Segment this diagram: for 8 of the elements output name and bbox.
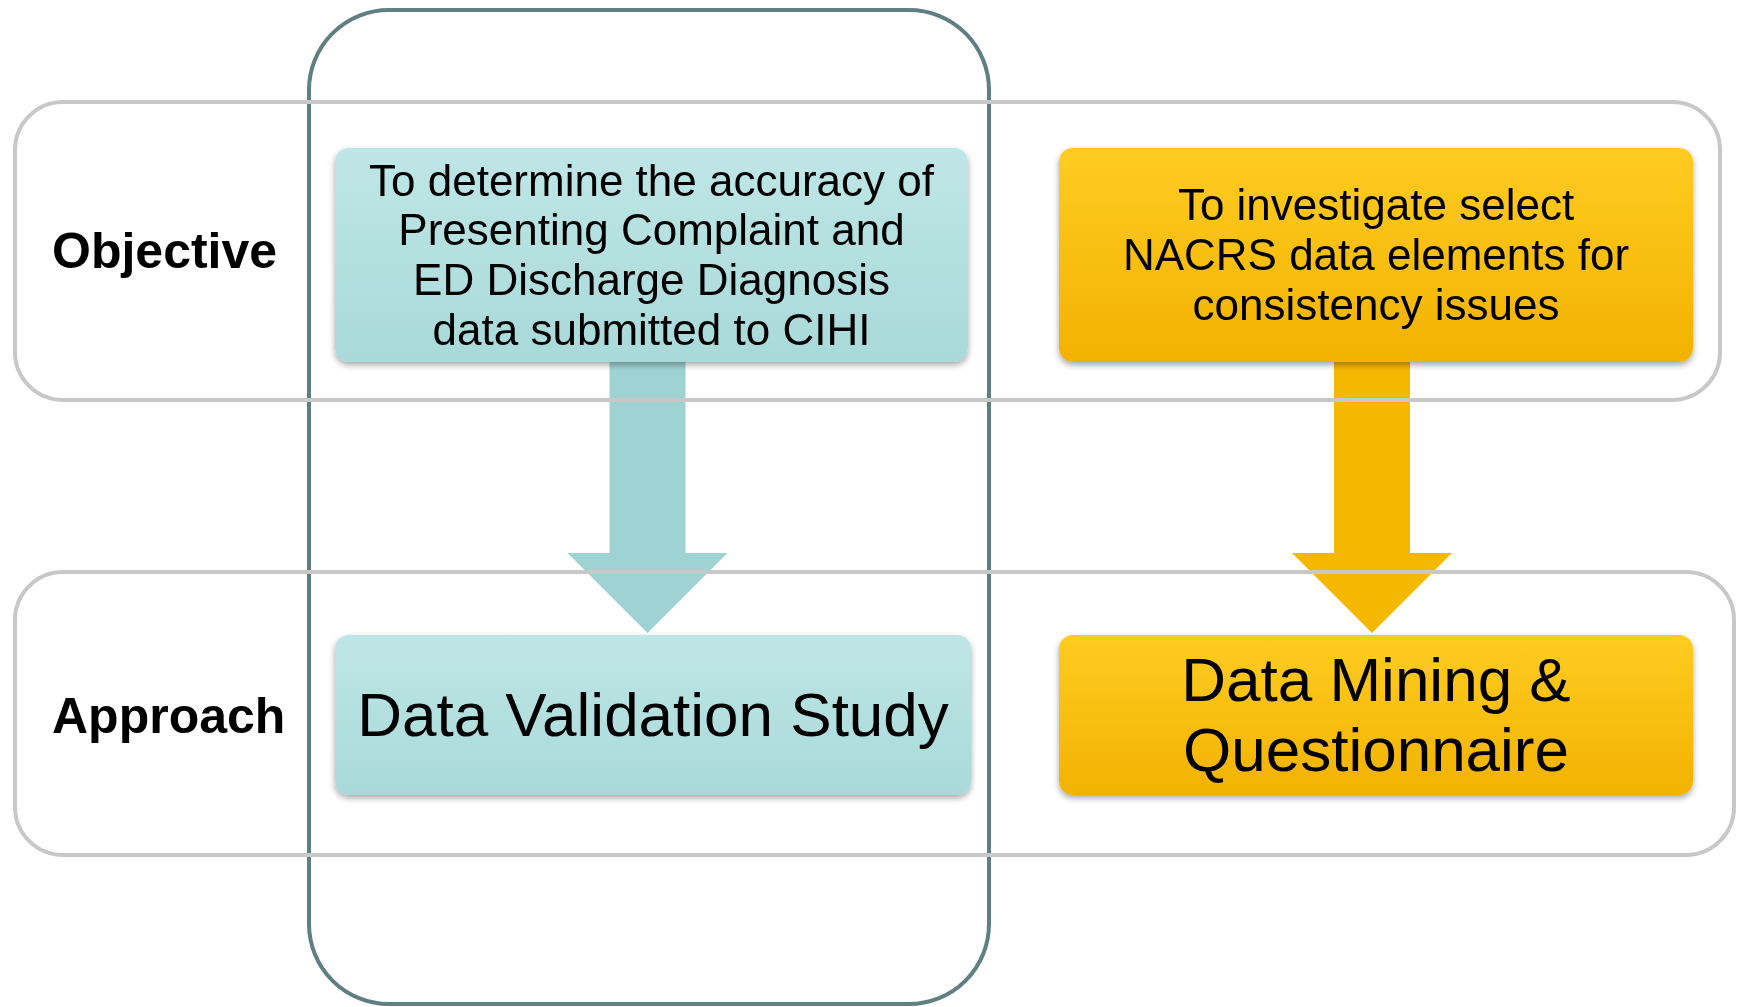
row-label: Approach	[52, 687, 286, 745]
row-band	[13, 100, 1722, 402]
process-box: To investigate select NACRS data elements for consistency issues	[1059, 148, 1693, 362]
process-box: Data Validation Study	[335, 635, 971, 795]
row-band	[13, 570, 1736, 857]
row-label: Objective	[52, 222, 278, 280]
process-box: To determine the accuracy of Presenting Complaint and ED Discharge Diagnosis data submitted to CIHI	[335, 148, 968, 362]
process-box: Data Mining & Questionnaire	[1059, 635, 1693, 795]
